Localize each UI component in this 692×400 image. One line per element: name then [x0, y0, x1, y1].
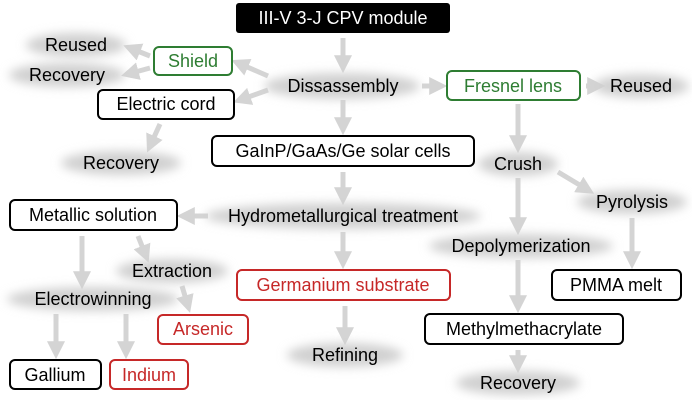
- pmma-box: [551, 269, 682, 301]
- depolymerization-label: Depolymerization: [451, 236, 590, 256]
- metallic-solution-box: [9, 199, 178, 231]
- halo-crush: [478, 152, 558, 176]
- shield-box: [153, 46, 233, 76]
- arrow-extraction-to-arsenic: [176, 285, 194, 313]
- arrow-shield-to-reused: [123, 43, 151, 61]
- recovery-bottom-label: Recovery: [480, 373, 556, 393]
- arrows-layer: [47, 38, 641, 374]
- metallic-solution-label: Metallic solution: [29, 205, 157, 225]
- gallium-box: [9, 359, 102, 390]
- arrow-metallic-to-extraction: [133, 235, 151, 263]
- arrow-shield-to-recovery: [121, 62, 151, 80]
- halo-recovery-cord: [61, 151, 181, 175]
- halo-reused-right: [593, 74, 689, 98]
- methyl-box: [424, 313, 624, 345]
- extraction-label: Extraction: [132, 261, 212, 281]
- crush-label: Crush: [494, 154, 542, 174]
- halo-refining: [287, 343, 403, 367]
- halo-pyrolysis: [577, 190, 687, 214]
- arrow-disassembly-to-cord: [233, 87, 269, 105]
- germanium-label: Germanium substrate: [256, 275, 429, 295]
- indium-label: Indium: [122, 365, 176, 385]
- electric-cord-box: [97, 89, 235, 120]
- halos-layer: [7, 33, 689, 395]
- methyl-label: Methylmethacrylate: [446, 319, 602, 339]
- halo-reused-left: [26, 33, 126, 57]
- electrowinning-label: Electrowinning: [34, 289, 151, 309]
- arrow-cord-to-recovery: [146, 122, 163, 153]
- halo-recovery-left: [9, 63, 125, 87]
- pyrolysis-label: Pyrolysis: [596, 192, 668, 212]
- recovery-cord-label: Recovery: [83, 153, 159, 173]
- module-label: III-V 3-J CPV module: [258, 8, 427, 28]
- arsenic-label: Arsenic: [173, 319, 233, 339]
- refining-label: Refining: [312, 345, 378, 365]
- arsenic-box: [157, 314, 249, 345]
- arrow-disassembly-to-shield: [231, 59, 269, 79]
- arrow-crush-to-pyrolysis: [556, 169, 595, 194]
- electric-cord-label: Electric cord: [116, 94, 215, 114]
- halo-extraction: [116, 259, 228, 283]
- labels-layer: III-V 3-J CPV module Dissassembly Shield…: [24, 8, 672, 393]
- pmma-label: PMMA melt: [570, 275, 662, 295]
- shield-label: Shield: [168, 51, 218, 71]
- hydro-label: Hydrometallurgical treatment: [228, 206, 458, 226]
- module-box: [236, 3, 450, 33]
- halo-hydro: [205, 203, 481, 229]
- halo-depolymerization: [429, 234, 613, 258]
- solar-cells-box: [211, 135, 475, 167]
- halo-recovery-bottom: [456, 371, 580, 395]
- halo-disassembly: [264, 73, 420, 99]
- disassembly-label: Dissassembly: [287, 76, 398, 96]
- recovery-left-label: Recovery: [29, 65, 105, 85]
- gallium-label: Gallium: [24, 365, 85, 385]
- fresnel-box: [446, 70, 581, 101]
- reused-right-label: Reused: [610, 76, 672, 96]
- halo-electrowinning: [7, 287, 179, 311]
- indium-box: [109, 359, 189, 390]
- solar-cells-label: GaInP/GaAs/Ge solar cells: [235, 141, 450, 161]
- fresnel-label: Fresnel lens: [464, 76, 562, 96]
- boxes-layer: [9, 3, 682, 390]
- germanium-box: [236, 269, 451, 301]
- reused-left-label: Reused: [45, 35, 107, 55]
